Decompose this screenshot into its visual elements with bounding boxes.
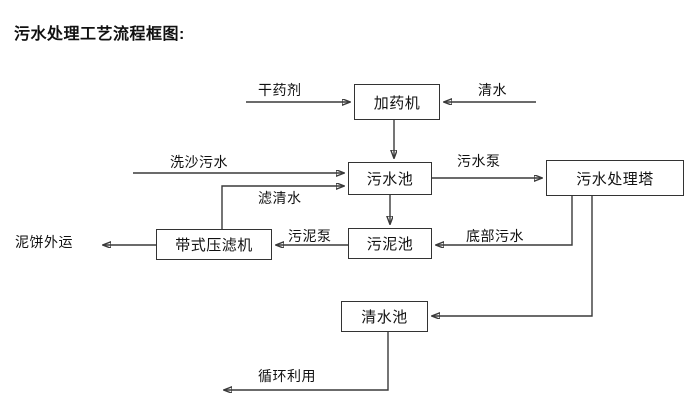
node-treatment-tower[interactable]: 污水处理塔 [546,160,684,196]
edge-label-sand-wash-sewage: 洗沙污水 [170,154,228,170]
edge-label-filtrate: 滤清水 [258,190,302,206]
page-title: 污水处理工艺流程框图: [14,26,185,43]
edge-label-recycle-reuse: 循环利用 [258,368,316,384]
node-clean-water-pool[interactable]: 清水池 [341,301,428,332]
node-sewage-pool[interactable]: 污水池 [348,162,432,195]
edge-label-bottom-sewage: 底部污水 [466,228,524,244]
wire-tower-to-clean-pool [432,196,593,316]
edge-label-dry-agent: 干药剂 [258,82,302,98]
edge-label-clean-water: 清水 [478,82,507,98]
node-sludge-pool[interactable]: 污泥池 [348,228,432,259]
edge-label-sludge-pump: 污泥泵 [288,228,332,244]
node-belt-filter-press[interactable]: 带式压滤机 [156,229,272,260]
node-dosing-machine[interactable]: 加药机 [354,84,440,120]
edge-label-sewage-pump: 污水泵 [457,153,501,169]
terminal-label-mud-cake-transport: 泥饼外运 [15,234,73,250]
